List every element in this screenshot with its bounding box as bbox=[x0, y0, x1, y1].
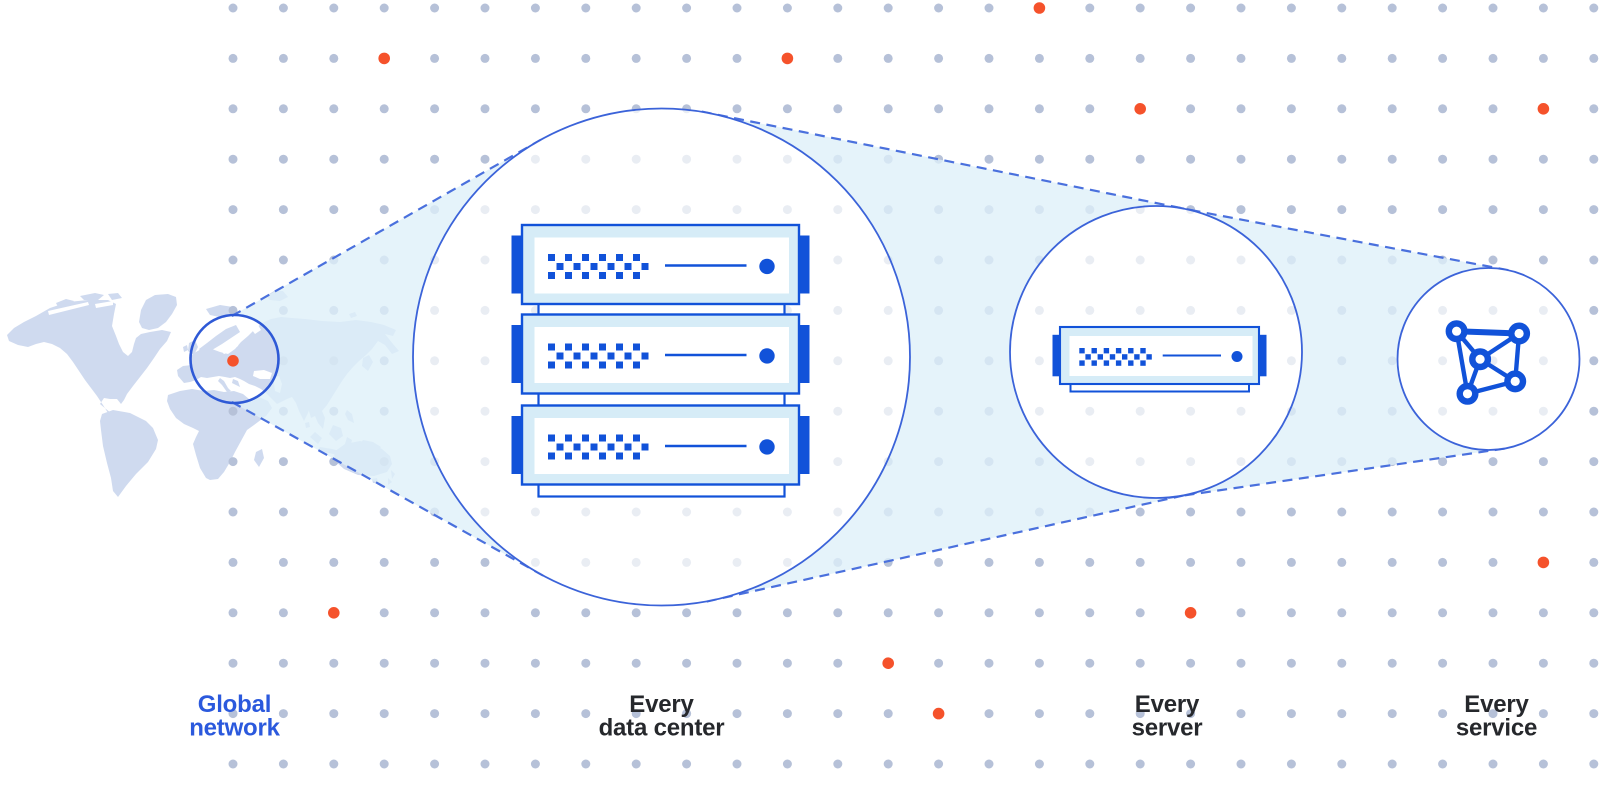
svg-text:Everyserver: Everyserver bbox=[1132, 691, 1203, 742]
svg-text:Everyservice: Everyservice bbox=[1456, 691, 1537, 742]
svg-text:Globalnetwork: Globalnetwork bbox=[189, 691, 280, 742]
